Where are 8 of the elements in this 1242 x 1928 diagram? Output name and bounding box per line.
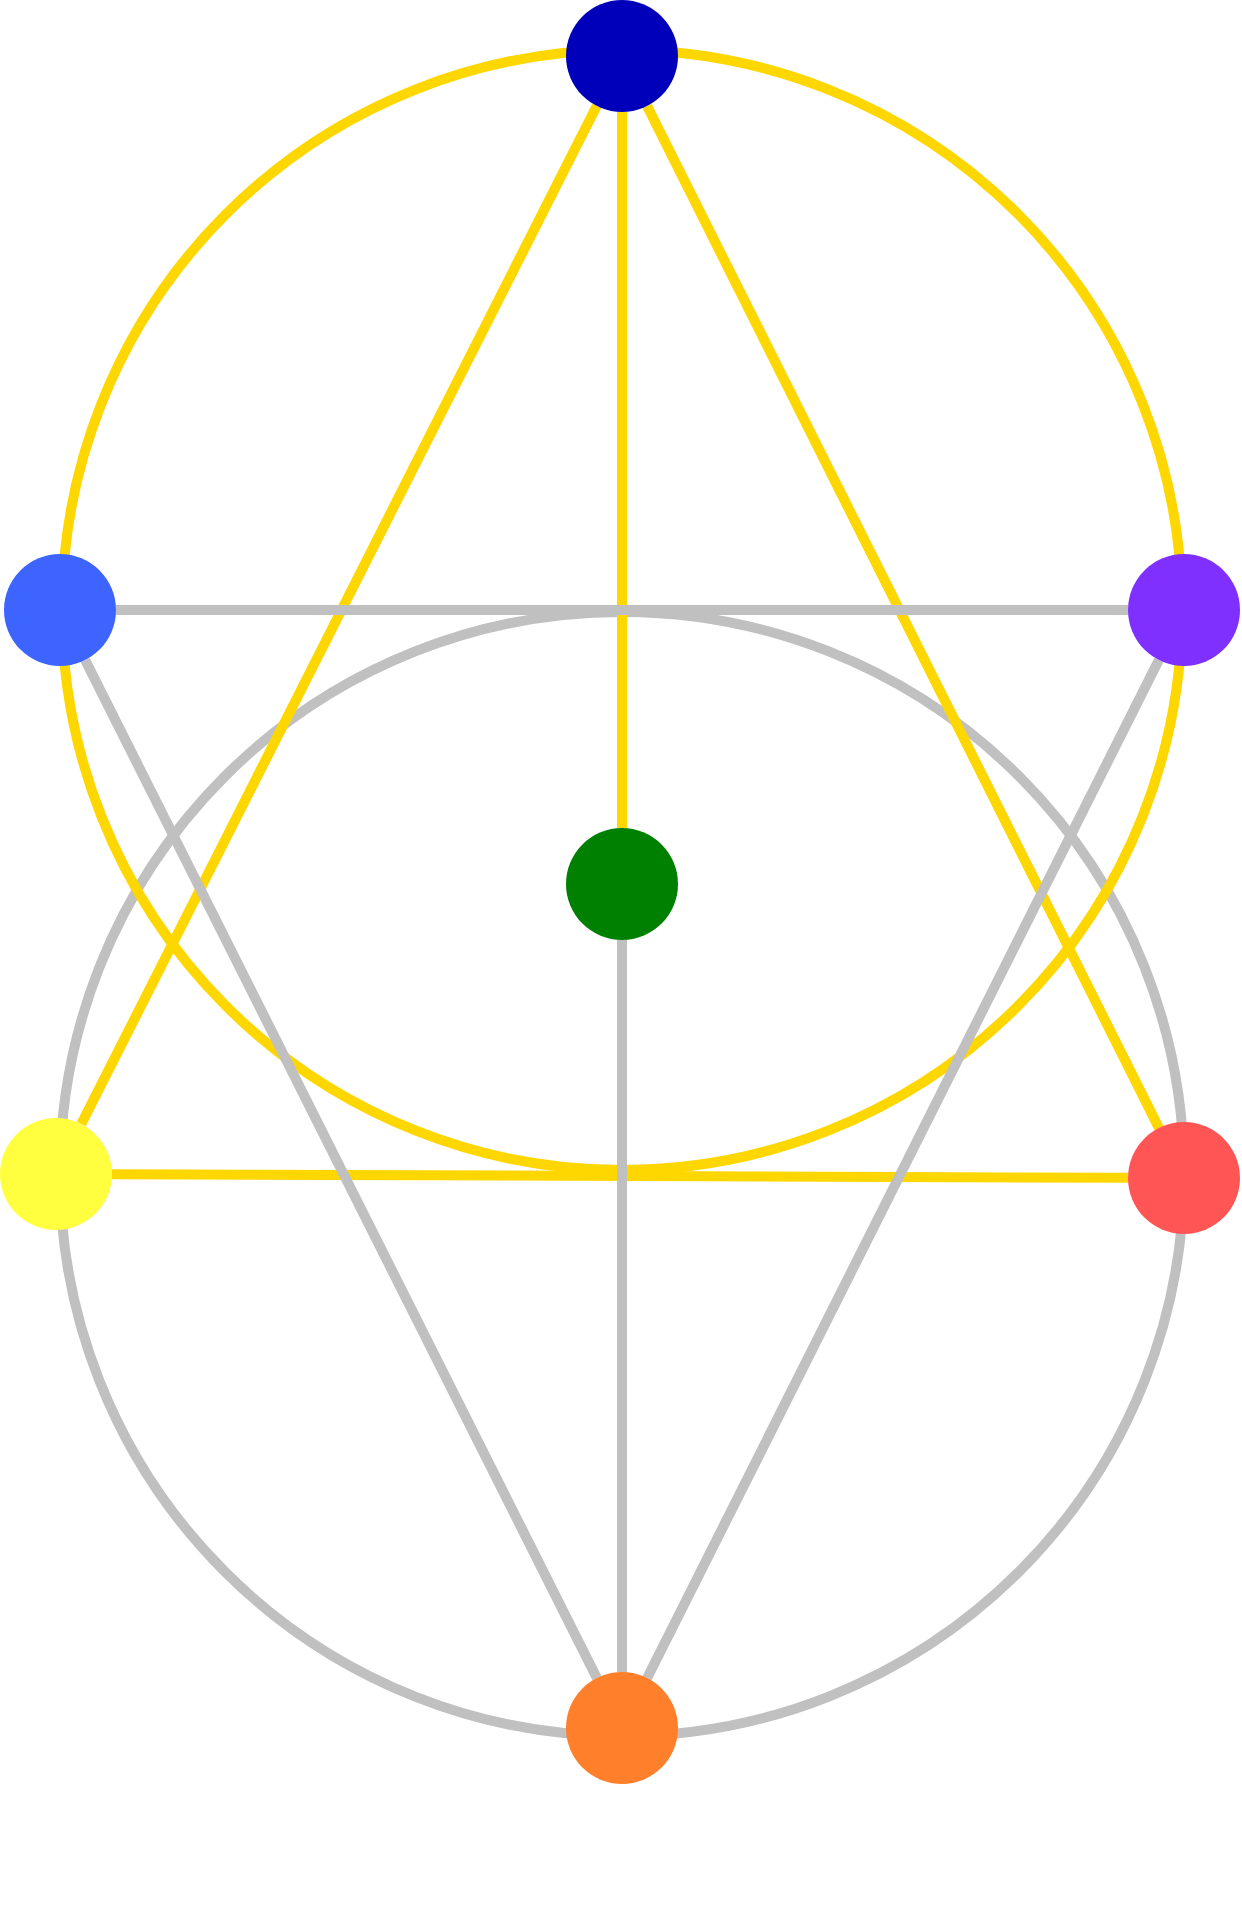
- connector-line: [642, 657, 1164, 1681]
- connector-line: [76, 103, 602, 1127]
- connector-line: [112, 1169, 1128, 1183]
- connector-line: [642, 103, 1164, 1131]
- connector-line: [617, 940, 627, 1672]
- connector-line: [116, 605, 1128, 615]
- connector-line: [617, 112, 627, 828]
- connector-line: [80, 657, 602, 1681]
